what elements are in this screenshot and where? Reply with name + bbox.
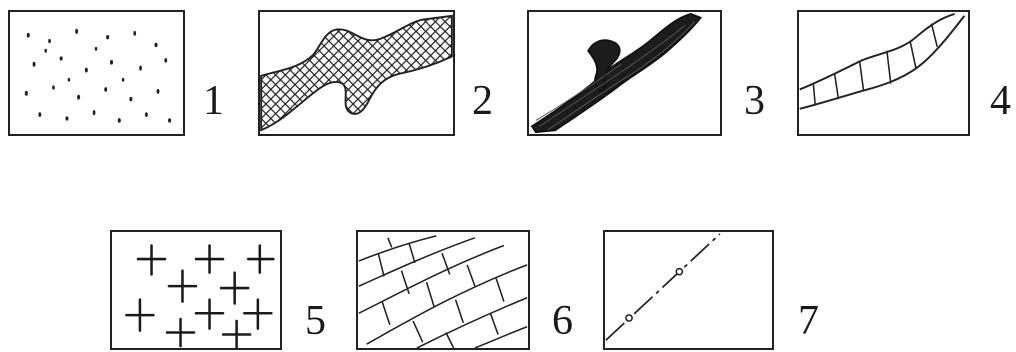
legend-label-2: 2 <box>472 80 493 122</box>
legend-label-5: 5 <box>305 300 326 342</box>
legend-box-7 <box>603 230 774 350</box>
legend-box-3 <box>527 10 722 136</box>
legend-box-1 <box>8 10 185 136</box>
legend-label-6: 6 <box>552 300 573 342</box>
legend-label-4: 4 <box>990 80 1011 122</box>
curved-brick-icon <box>358 232 528 348</box>
dots-icon <box>10 12 183 134</box>
legend-label-3: 3 <box>744 80 765 122</box>
legend-box-5 <box>110 230 282 350</box>
dark-vein-icon <box>529 12 720 134</box>
legend-box-6 <box>356 230 530 350</box>
legend-label-1: 1 <box>203 80 224 122</box>
legend-label-7: 7 <box>798 300 819 342</box>
legend-box-2 <box>258 10 455 136</box>
legend-box-4 <box>797 10 970 136</box>
dash-dot-line-icon <box>605 232 772 348</box>
plus-marks-icon <box>112 232 280 348</box>
crosshatch-band-icon <box>260 12 453 134</box>
segmented-band-icon <box>799 12 968 134</box>
